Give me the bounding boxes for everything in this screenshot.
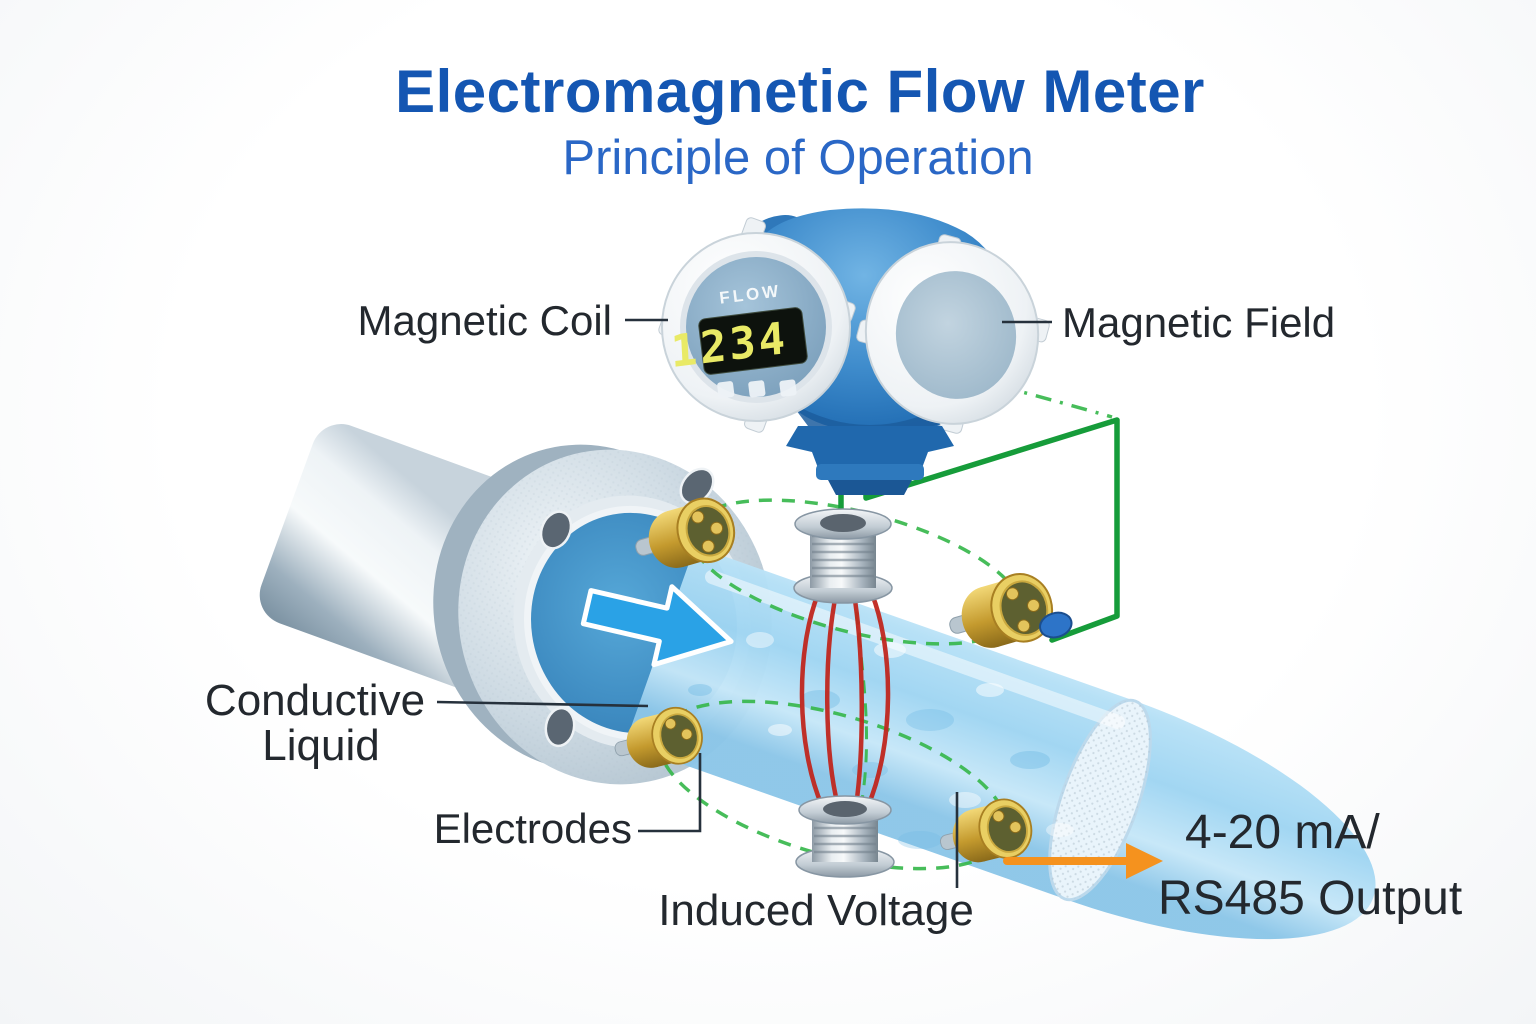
bottom-magnetic-coil bbox=[795, 795, 895, 878]
lcd-display: FLOW 1234 bbox=[670, 281, 808, 399]
page-title: Electromagnetic Flow Meter bbox=[395, 58, 1205, 125]
conductive-liquid-label-line2: Liquid bbox=[262, 721, 379, 770]
page-subtitle: Principle of Operation bbox=[562, 131, 1033, 185]
conductive-liquid-label-line1: Conductive bbox=[205, 676, 425, 725]
output-label-line2: RS485 Output bbox=[1158, 872, 1462, 925]
flow-direction-arrow-icon bbox=[580, 584, 734, 668]
magnetic-field-label: Magnetic Field bbox=[1062, 299, 1335, 346]
transmitter-head: FLOW 1234 bbox=[658, 208, 1050, 495]
electrode-terminal-blue bbox=[1039, 611, 1073, 639]
induced-voltage-lines bbox=[799, 593, 891, 807]
electrode-lower-right bbox=[939, 798, 1033, 863]
flange-bolt-holes bbox=[539, 467, 715, 748]
transmitter-display-cap: FLOW 1234 bbox=[658, 217, 856, 433]
transmitter-neck bbox=[786, 426, 954, 495]
induced-voltage-label: Induced Voltage bbox=[658, 886, 974, 935]
transmitter-right-cap bbox=[856, 234, 1050, 434]
electrodes-label: Electrodes bbox=[434, 805, 632, 852]
conductive-liquid-leader bbox=[436, 700, 649, 708]
electrodes-leader bbox=[638, 753, 702, 833]
magnetic-coil-label: Magnetic Coil bbox=[358, 297, 612, 344]
lcd-panel bbox=[698, 307, 808, 375]
electrode-lower-left bbox=[614, 706, 703, 768]
annotations: Magnetic Coil Magnetic Field Conductive … bbox=[205, 297, 1462, 935]
measurement-pipe bbox=[580, 546, 1376, 940]
electrode-upper-left bbox=[635, 497, 736, 568]
output-arrow-icon bbox=[1003, 843, 1163, 879]
top-magnetic-coil bbox=[793, 508, 893, 604]
output-label-line1: 4-20 mA/ bbox=[1185, 806, 1380, 859]
liquid-pipe-body bbox=[625, 546, 1376, 940]
electrode-upper-right bbox=[949, 573, 1073, 648]
display-buttons bbox=[717, 379, 797, 399]
